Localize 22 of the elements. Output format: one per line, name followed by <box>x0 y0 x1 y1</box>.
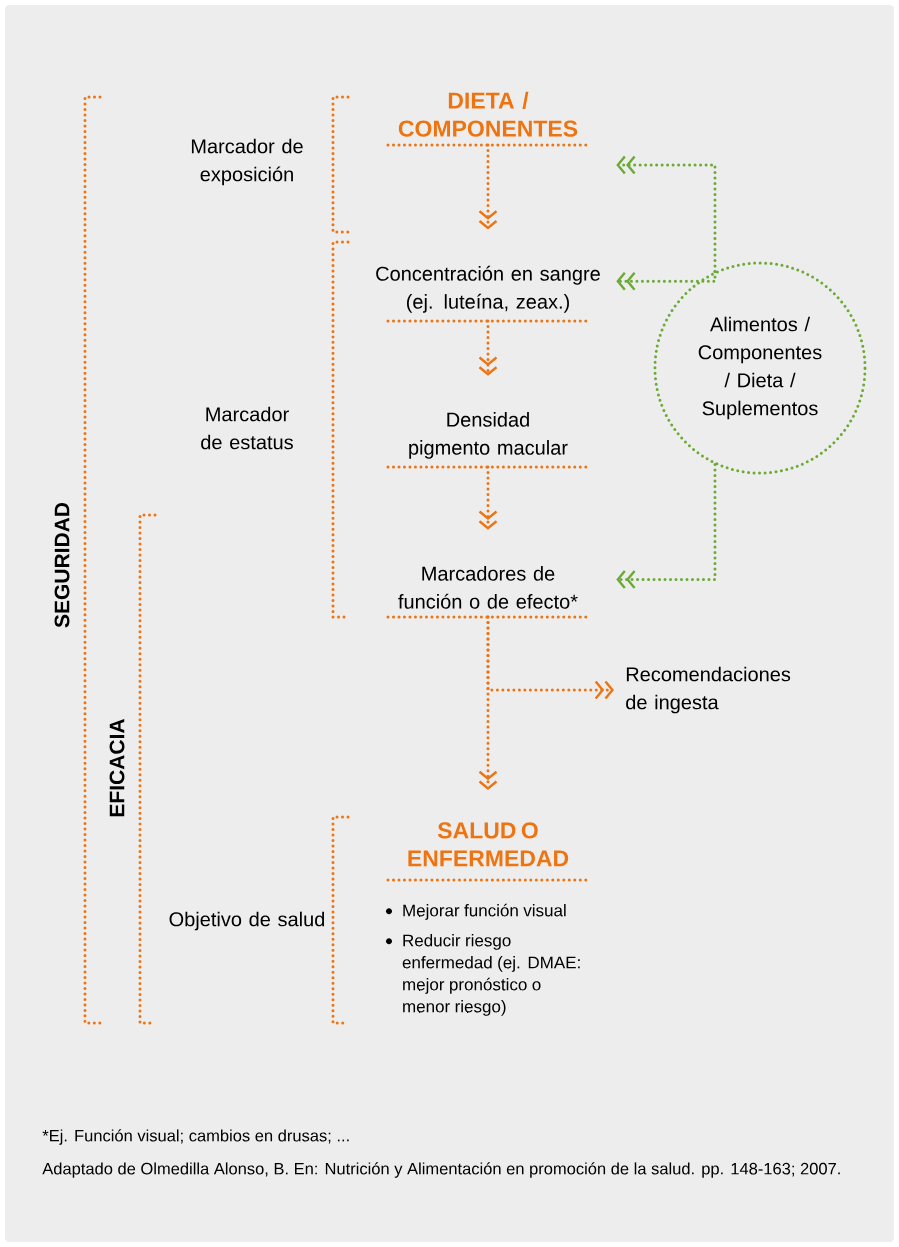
outcome-block: SALUD O ENFERMEDAD Mejorar función visual Reducir riesgo enfermedad (ej. DMAE: mejor pronóstico o menor riesgo) <box>386 822 590 1016</box>
step-text: Densidad pigmento macular <box>386 412 590 469</box>
marker-label: Marcador de exposición <box>191 138 303 186</box>
step-text: DIETA / COMPONENTES <box>386 91 590 147</box>
marker-label: Objetivo de salud <box>169 911 325 931</box>
footnote: Adaptado de Olmedilla Alonso, B. En: Nutrición y Alimentación en promoción de la salud. pp. 148-163; 2007. <box>42 1162 840 1178</box>
arrow <box>616 463 717 589</box>
axis-label: SEGURIDAD <box>54 502 70 628</box>
node-label: SALUD O ENFERMEDAD <box>408 822 569 867</box>
node-label: Mejorar función visual <box>403 903 566 920</box>
axis-label: EFICACIA <box>109 719 125 817</box>
arrow <box>478 319 498 376</box>
arrow <box>616 269 717 291</box>
marker-label: Marcador de estatus <box>201 406 293 450</box>
arrow <box>478 465 498 530</box>
node-label: Reducir riesgo enfermedad (ej. DMAE: mejor pronóstico o menor riesgo) <box>402 934 580 1016</box>
arrow <box>478 615 498 790</box>
step-text: Marcadores de función o de efecto* <box>386 566 590 619</box>
arrow <box>478 143 498 230</box>
outcome-text: Recomendaciones de ingesta <box>626 666 791 714</box>
footnote: *Ej. Función visual; cambios en drusas; ... <box>42 1129 349 1145</box>
step-text: Concentración en sangre (ej. luteína, zeax.) <box>376 265 600 323</box>
